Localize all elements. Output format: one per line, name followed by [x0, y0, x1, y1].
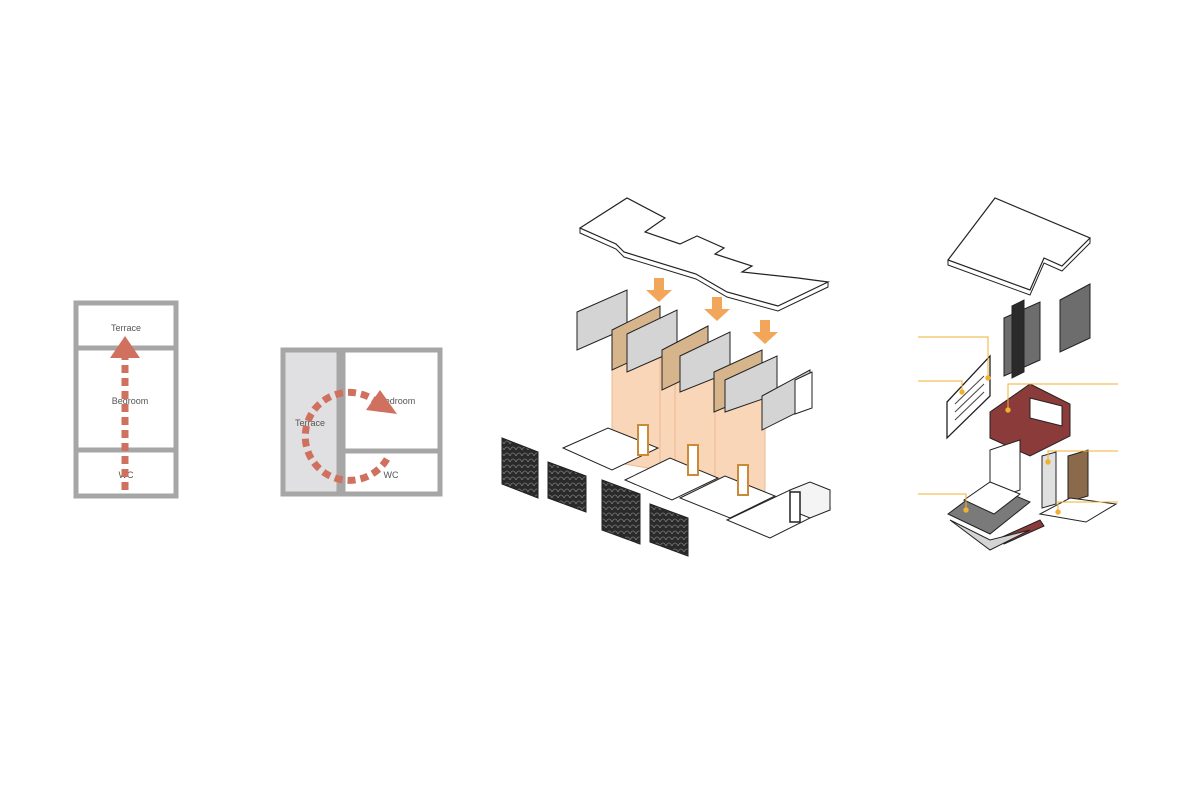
- dark-panel-black: [1011, 299, 1025, 379]
- load-arrow-1: [646, 278, 672, 302]
- callout-line-5: [918, 493, 967, 510]
- headboard-panel: [1029, 397, 1063, 427]
- window-shelves: [954, 375, 985, 421]
- plan-loop-rooms-outline: [340, 347, 443, 497]
- plan-loop: Terrace Bedroom WC: [280, 347, 443, 497]
- door-frame-1: [637, 424, 649, 456]
- end-wall-opening: [794, 371, 813, 415]
- callout-line-3: [1007, 383, 1118, 410]
- circulation-arrowhead-loop: [366, 390, 397, 414]
- plan-linear-bedroom-label: Bedroom: [112, 396, 149, 406]
- callout-dot-1: [985, 375, 991, 381]
- circulation-arrow-loop: [301, 388, 390, 484]
- callouts: [918, 336, 1118, 515]
- window-frame: [946, 354, 991, 440]
- axo-single-unit: [946, 197, 1118, 551]
- wood-panel: [1067, 449, 1089, 503]
- load-arrows: [646, 278, 778, 344]
- louver-panel-1: [501, 437, 539, 499]
- axo-units-roof-edge: [579, 228, 829, 312]
- floor-slab-base: [949, 519, 1031, 551]
- tall-partition: [1041, 451, 1057, 509]
- callout-line-4: [1047, 450, 1118, 462]
- plan-linear-terrace-label: Terrace: [111, 323, 141, 333]
- axo-units-roof: [578, 197, 831, 307]
- plan-loop-terrace-label: Terrace: [295, 418, 325, 428]
- louver-panel-3: [601, 479, 641, 545]
- dark-panel-2: [1059, 283, 1091, 353]
- callout-dot-3: [1005, 407, 1011, 413]
- single-unit-roof: [947, 197, 1092, 291]
- floor-slab-right: [1038, 497, 1118, 523]
- louver-panel-4: [649, 503, 689, 557]
- load-arrow-2: [704, 297, 730, 321]
- floor-plate-1: [561, 427, 660, 471]
- callout-dot-5: [963, 507, 969, 513]
- bed: [962, 481, 1022, 515]
- louver-panel-2: [547, 461, 587, 513]
- floor-plate-3: [678, 475, 777, 519]
- load-arrow-3: [752, 320, 778, 344]
- plan-loop-wc-label: WC: [384, 470, 399, 480]
- callout-line-2: [918, 380, 963, 392]
- axo-units: [501, 197, 832, 557]
- circulation-arrowhead-linear: [110, 336, 140, 358]
- callout-dot-4: [1045, 459, 1051, 465]
- callout-line-1: [918, 336, 989, 378]
- door-frame-3: [737, 464, 749, 496]
- plan-linear: Terrace Bedroom WC: [73, 300, 179, 499]
- callout-dot-2: [959, 389, 965, 395]
- single-unit-roof-edge: [947, 238, 1091, 296]
- door-frame-4: [789, 491, 801, 523]
- door-frame-2: [687, 444, 699, 476]
- plan-loop-bedroom-label: Bedroom: [379, 396, 416, 406]
- callout-dot-6: [1055, 509, 1061, 515]
- plan-linear-outline: [73, 300, 179, 499]
- callout-line-6: [1057, 501, 1118, 512]
